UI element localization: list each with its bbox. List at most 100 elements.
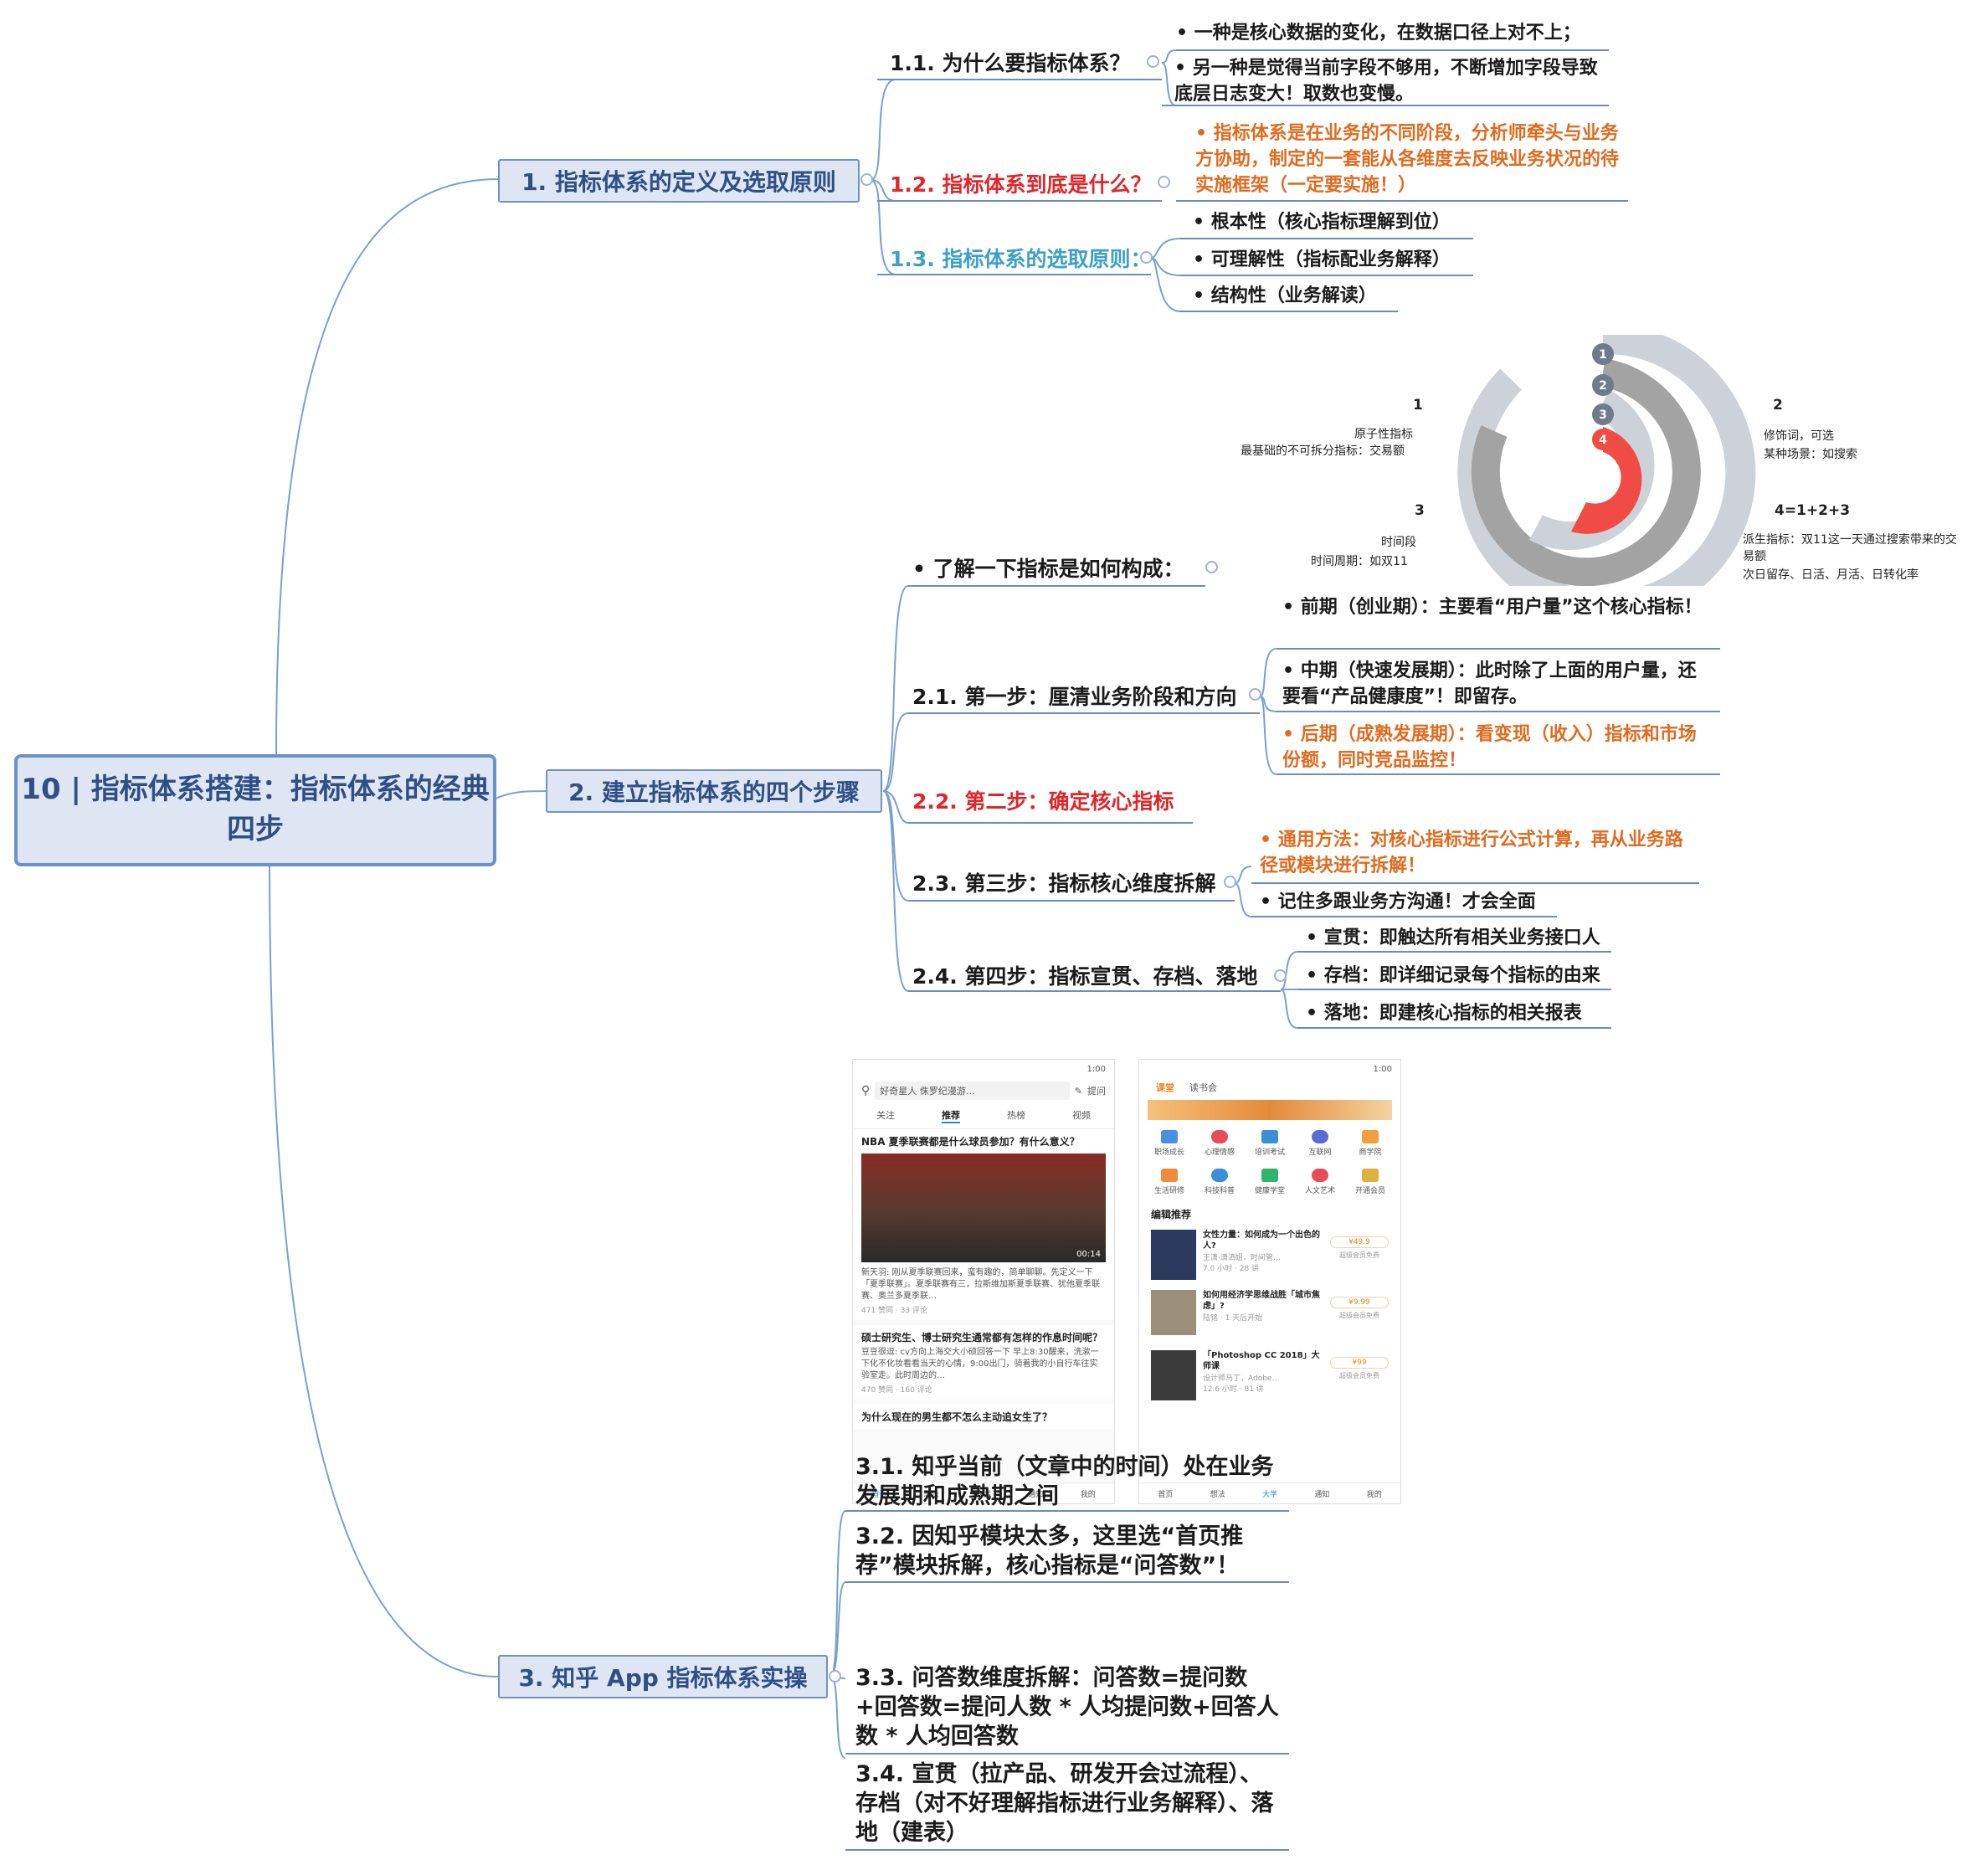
course-title[interactable]: 女性力量：如何成为一个出色的人? — [1203, 1231, 1320, 1251]
course-title[interactable]: 「Photoshop CC 2018」大师课 — [1203, 1351, 1320, 1371]
leaf-1-3-c: • 结构性（业务解读） — [1193, 285, 1377, 306]
category-label: 培训考试 — [1254, 1148, 1285, 1157]
course-stats: 7.0 小时 · 28 讲 — [1203, 1265, 1260, 1273]
collapse-toggle-icon[interactable] — [1140, 251, 1153, 264]
nav-home[interactable]: 首页 — [1158, 1490, 1174, 1499]
tab-video[interactable]: 视频 — [1072, 1110, 1091, 1121]
nav-university[interactable]: 大学 — [975, 1490, 991, 1499]
question-title[interactable]: 硕士研究生、博士研究生通常都有怎样的作息时间呢？ — [861, 1332, 1103, 1344]
collapse-toggle-icon[interactable] — [860, 173, 873, 186]
question-title[interactable]: NBA 夏季联赛都是什么球员参加？有什么意义？ — [861, 1136, 1080, 1148]
course-author: 陆铭 · 1 天后开始 — [1203, 1314, 1263, 1323]
collapse-toggle-icon[interactable] — [1274, 969, 1287, 982]
diagram-label-2-line2: 某种场景：如搜索 — [1764, 448, 1857, 461]
collapse-toggle-icon[interactable] — [1158, 176, 1170, 188]
category-label: 人文艺术 — [1304, 1187, 1335, 1195]
leaf-1-3-a: • 根本性（核心指标理解到位） — [1193, 212, 1451, 233]
course-cover[interactable] — [1151, 1350, 1196, 1400]
collapse-toggle-icon[interactable] — [1224, 876, 1236, 888]
nav-notifications[interactable]: 通知 — [1314, 1490, 1330, 1499]
question-title[interactable]: 为什么现在的男生都不怎么主动追女生了？ — [861, 1411, 1053, 1423]
collapse-toggle-icon[interactable] — [1249, 688, 1261, 701]
leaf-2-4-b: • 存档：即详细记录每个指标的由来 — [1306, 965, 1600, 986]
category-icon[interactable] — [1211, 1169, 1228, 1182]
category-icon[interactable] — [1211, 1130, 1228, 1143]
course-title[interactable]: 如何用经济学思维战胜「城市焦虑」? — [1203, 1291, 1320, 1311]
tab-hot[interactable]: 热榜 — [1007, 1110, 1025, 1121]
banner-image[interactable] — [1148, 1100, 1392, 1120]
section-2-topic[interactable]: 2. 建立指标体系的四个步骤 — [546, 769, 882, 813]
topic-2-1[interactable]: 2.1. 第一步：厘清业务阶段和方向 — [912, 685, 1237, 709]
topic-2-3[interactable]: 2.3. 第三步：指标核心维度拆解 — [912, 871, 1216, 896]
topic-3-1[interactable]: 3.1. 知乎当前（文章中的时间）处在业务发展期和成熟期之间 — [855, 1454, 1274, 1509]
category-icon[interactable] — [1312, 1130, 1328, 1143]
category-icon[interactable] — [1312, 1169, 1328, 1182]
nav-ideas[interactable]: 想法 — [1210, 1490, 1225, 1499]
answer-excerpt[interactable]: 豆豆很逗: cv方向上海交大小硕回答一下 早上8:30醒来，洗漱一下化不化妆看看… — [861, 1348, 1099, 1380]
topic-2-4[interactable]: 2.4. 第四步：指标宣贯、存档、落地 — [912, 964, 1258, 989]
collapse-toggle-icon[interactable] — [829, 1670, 841, 1683]
category-label: 商学院 — [1359, 1148, 1382, 1157]
pencil-icon[interactable]: ✎ — [1074, 1085, 1082, 1097]
root-title: 10 | 指标体系搭建：指标体系的经典四步 — [21, 773, 490, 846]
topic-1-2[interactable]: 1.2. 指标体系到底是什么？ — [890, 172, 1152, 197]
tab-classroom[interactable]: 课堂 — [1156, 1082, 1174, 1093]
root-topic[interactable]: 10 | 指标体系搭建：指标体系的经典四步 — [14, 754, 496, 866]
category-label: 职场成长 — [1153, 1148, 1184, 1157]
topic-1-1[interactable]: 1.1. 为什么要指标体系？ — [890, 51, 1131, 75]
tab-book-club[interactable]: 读书会 — [1189, 1082, 1217, 1093]
nav-notifications[interactable]: 通知 — [1028, 1490, 1044, 1499]
section-1-topic[interactable]: 1. 指标体系的定义及选取原则 — [498, 159, 860, 203]
answer-meta: 471 赞同 · 33 评论 — [861, 1307, 927, 1315]
video-thumbnail[interactable]: 00:14 — [861, 1154, 1106, 1262]
answer-excerpt[interactable]: 新天羽: 刚从夏季联赛回来，蛮有趣的，简单聊聊。先定义一下「夏季联赛」。夏季联赛… — [861, 1268, 1100, 1301]
tab-recommend[interactable]: 推荐 — [942, 1108, 960, 1123]
leaf-2-1-b: • 中期（快速发展期）：此时除了上面的用户量，还要看“产品健康度”！即留存。 — [1282, 660, 1697, 707]
ring-number-3: 3 — [1599, 408, 1607, 422]
category-icon[interactable] — [1362, 1130, 1379, 1143]
tab-follow[interactable]: 关注 — [876, 1110, 895, 1121]
section-3-topic[interactable]: 3. 知乎 App 指标体系实操 — [498, 1655, 828, 1698]
crown-icon[interactable] — [1362, 1169, 1379, 1182]
topic-3-3[interactable]: 3.3. 问答数维度拆解：问答数=提问数+回答数=提问人数 * 人均提问数+回答… — [855, 1665, 1279, 1750]
category-icon[interactable] — [1161, 1169, 1178, 1182]
topic-2-intro[interactable]: • 了解一下指标是如何构成： — [912, 557, 1184, 581]
nav-university[interactable]: 大学 — [1261, 1490, 1277, 1499]
course-cover[interactable] — [1151, 1290, 1196, 1335]
course-author: 王潇·潇洒姐，时间管… — [1203, 1254, 1281, 1262]
category-icon[interactable] — [1261, 1169, 1278, 1182]
topic-3-4[interactable]: 3.4. 宣贯（拉产品、研发开会过流程）、存档（对不好理解指标进行业务解释）、落… — [855, 1761, 1274, 1846]
price-button[interactable]: ¥9.99 — [1330, 1297, 1389, 1308]
course-cover[interactable] — [1151, 1230, 1196, 1280]
nav-me[interactable]: 我的 — [1366, 1490, 1382, 1499]
nav-me[interactable]: 我的 — [1080, 1490, 1096, 1499]
diagram-label-2-num: 2 — [1773, 397, 1783, 414]
collapse-toggle-icon[interactable] — [1205, 561, 1218, 573]
search-input[interactable]: 好奇星人 侏罗纪漫游… — [875, 1082, 1070, 1100]
vip-note: 超级会员免费 — [1339, 1251, 1379, 1259]
price-button[interactable]: ¥49.9 — [1330, 1236, 1389, 1248]
section-1-title: 1. 指标体系的定义及选取原则 — [521, 168, 836, 196]
course-author: 设计师马丁，Adobe… — [1203, 1374, 1280, 1383]
price-button[interactable]: ¥99 — [1330, 1357, 1389, 1369]
topic-3-2[interactable]: 3.2. 因知乎模块太多，这里选“首页推荐”模块拆解，核心指标是“问答数”！ — [855, 1523, 1244, 1579]
section-2-title: 2. 建立指标体系的四个步骤 — [568, 778, 860, 806]
category-label: 健康学堂 — [1254, 1187, 1285, 1195]
topic-2-2[interactable]: 2.2. 第二步：确定核心指标 — [912, 789, 1174, 814]
nav-ideas[interactable]: 想法 — [923, 1490, 939, 1499]
ring-number-1: 1 — [1599, 348, 1607, 362]
category-icon[interactable] — [1261, 1130, 1278, 1143]
category-label: 心理情感 — [1204, 1148, 1235, 1157]
vip-note: 超级会员免费 — [1339, 1312, 1379, 1319]
topic-1-3[interactable]: 1.3. 指标体系的选取原则： — [890, 247, 1152, 271]
ask-button[interactable]: 提问 — [1087, 1086, 1106, 1097]
zhihu-university-screenshot: 1:00 课堂 读书会 职场成长 心理情感 培训考试 互联网 商学院 生活研修 … — [1138, 1059, 1401, 1504]
answer-meta: 470 赞同 · 160 评论 — [861, 1386, 932, 1395]
leaf-1-3-b: • 可理解性（指标配业务解释） — [1193, 249, 1451, 270]
leaf-2-1-c: • 后期（成熟发展期）：看变现（收入）指标和市场份额，同时竞品监控！ — [1282, 724, 1697, 771]
nav-home[interactable]: 首页 — [871, 1490, 887, 1499]
collapse-toggle-icon[interactable] — [1147, 55, 1159, 68]
search-icon[interactable]: ⚲ — [861, 1084, 871, 1097]
category-icon[interactable] — [1161, 1130, 1178, 1143]
